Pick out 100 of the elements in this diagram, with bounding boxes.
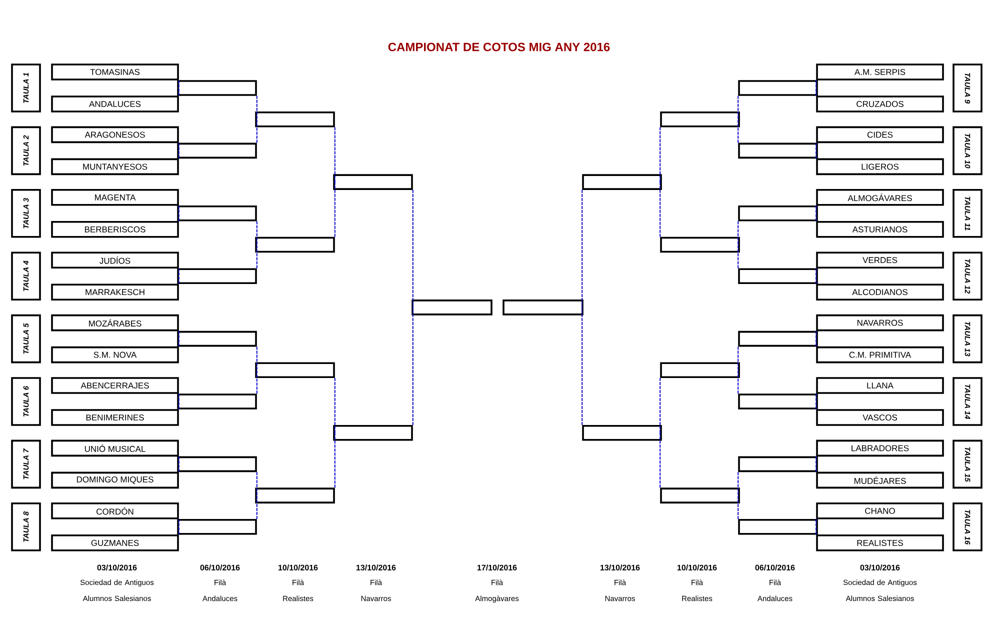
team-box: BENIMERINES [51,409,179,426]
bracket-line [816,456,817,465]
team-box: ALCODIANOS [816,284,944,300]
empty-box [738,142,818,159]
bracket-line [178,80,180,88]
team-box: A.M. SERPIS [816,64,944,80]
date-label: 10/10/2016 [678,564,717,570]
bracket-line [178,401,180,410]
empty-box [660,488,740,504]
bracket-line [256,118,258,144]
empty-box [738,268,818,284]
team-box: BERBERISCOS [51,221,179,238]
bracket-line [412,189,414,308]
bracket-line [178,393,180,402]
empty-box [660,111,740,128]
bracket-line [178,330,180,340]
bracket-line [178,456,180,465]
empty-box [333,174,413,190]
bracket-line [816,276,817,284]
bracket-line [178,518,180,528]
title: CAMPIONAT DE COTOS MIG ANY 2016 [388,42,610,52]
bracket-line [178,268,180,277]
team-box: LABRADORES [816,440,944,457]
bracket-line [816,80,817,88]
bracket-line [738,95,739,120]
bracket-line [256,346,258,371]
bracket-line [660,182,661,238]
team-box: C.M. PRIMITIVA [816,346,944,364]
bracket-line [178,464,180,472]
empty-box [738,519,818,535]
empty-box [177,456,257,472]
bracket-line [816,338,817,347]
date-label: 03/10/2016 [97,564,137,570]
team-box: CIDES [816,126,944,144]
team-box: UNIÓ MUSICAL [51,440,179,457]
empty-box [582,174,662,190]
team-box: LIGEROS [816,158,944,176]
bracket-line [738,118,739,144]
bracket-line [256,370,258,394]
team-box: ALMOGÁVARES [816,189,944,206]
empty-box [177,142,257,159]
bracket-line [816,401,817,410]
team-box: ANDALUCES [51,96,179,112]
date-label: 10/10/2016 [278,564,318,570]
bracket-line [178,276,180,284]
team-box: ASTURIANOS [816,221,944,238]
bracket-line [816,142,817,152]
bracket-line [178,150,180,159]
empty-box [738,330,818,347]
bracket-line [738,370,739,394]
bracket-line [660,378,661,434]
bracket-line [816,464,817,472]
bracket-line [256,495,258,520]
team-box: DOMINGO MIQUES [51,472,179,489]
empty-box [177,519,257,535]
bracket-line [816,330,817,340]
team-box: MAGENTA [51,189,179,206]
team-box: MOZÁRABES [51,314,179,332]
team-box: ARAGONESOS [51,126,179,144]
bracket-line [816,268,817,277]
bracket-line [816,518,817,528]
empty-box [502,300,584,316]
team-box: REALISTES [816,534,944,552]
bracket-line [256,244,258,269]
bracket-line [178,526,180,535]
empty-box [738,456,818,472]
bracket-line [816,88,817,96]
team-box: ABENCERRAJES [51,377,179,394]
team-box: MUNTANYESOS [51,158,179,176]
team-box: MARRAKESCH [51,284,179,300]
date-label: 06/10/2016 [755,564,795,570]
date-label: 06/10/2016 [200,564,240,570]
bracket-line [334,432,336,488]
bracket-line [178,88,180,96]
bracket-line [582,189,583,308]
bracket-line [816,150,817,159]
bracket-line [256,95,258,120]
empty-box [177,206,257,222]
bracket-line [256,220,258,246]
empty-box [660,362,740,378]
bracket-line [334,126,336,183]
empty-box [333,424,413,441]
bracket-line [334,378,336,434]
team-box: JUDÍOS [51,252,179,268]
empty-box [738,206,818,222]
empty-box [177,80,257,96]
date-label: 03/10/2016 [860,564,900,570]
empty-box [255,111,335,128]
empty-box [177,268,257,284]
empty-box [255,236,335,253]
empty-box [738,394,818,410]
bracket-line [178,212,180,222]
date-label: 17/10/2016 [478,564,517,570]
empty-box [582,424,662,441]
bracket-line [178,338,180,347]
team-box: NAVARROS [816,314,944,332]
team-box: VERDES [816,252,944,268]
team-box: CHANO [816,502,944,520]
empty-box [255,362,335,378]
bracket-line [738,472,739,496]
